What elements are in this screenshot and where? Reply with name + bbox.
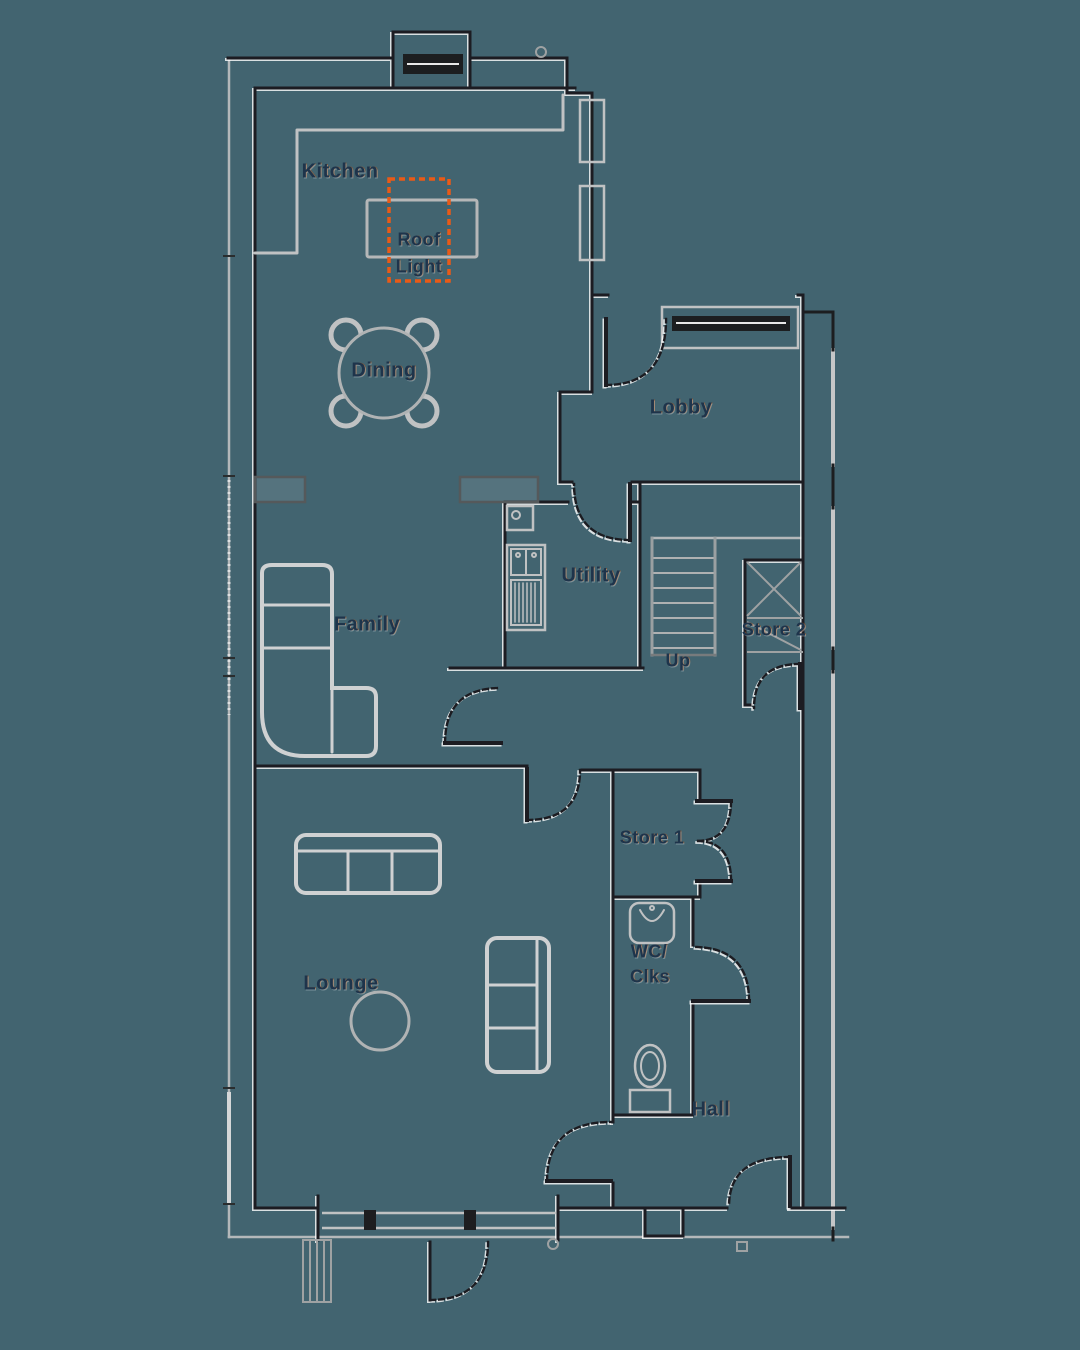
vent-marker [547,1238,559,1250]
porch-pillar [643,1206,685,1238]
basin [628,901,676,945]
roof-light-outline [387,177,451,283]
top-wall-right [468,56,594,95]
toilet-bowl [633,1043,667,1089]
vent-marker [535,46,547,58]
drain-marker [736,1241,748,1252]
coffee-table [349,990,411,1052]
doors [428,317,802,1302]
walls [226,30,847,1242]
front-door [727,1155,792,1208]
window-tick-marks [223,255,235,1205]
patio-door-mullion [464,1210,476,1230]
dining-lobby-divider [558,390,594,484]
furniture [253,46,676,1303]
dining-family-wall-stubs [253,475,540,504]
left-wall-windows [223,255,235,1205]
dining-table [337,326,431,420]
dining-set [328,317,440,429]
store2-door [752,662,802,710]
patio-steps [302,1239,332,1303]
utility-fixtures [505,504,547,632]
lounge-door [525,767,582,822]
kitchen-island [365,198,479,259]
lounge-hall-door [545,1120,613,1183]
family-corner-sofa [260,563,378,758]
wall-stubs [801,310,835,1242]
bay-window-outline [391,30,472,90]
lounge-sofa-top [294,833,442,895]
right-outer-wall [736,310,835,1252]
wall-stub [253,475,307,504]
wc-fixtures [628,901,676,1114]
wall-stub [458,475,540,504]
toilet-cistern [628,1088,672,1114]
kitchen-window-frame [578,98,606,164]
kitchen-counter [253,93,565,255]
lobby-entrance-door [604,317,668,387]
patio-door-mullion [364,1210,376,1230]
lobby-window-frame [660,305,800,350]
family-hall-door [443,686,503,745]
store1-double-doors [695,799,733,883]
lounge-sofa-right [485,936,551,1074]
windows [322,54,800,1230]
wc-door [691,945,751,1003]
patio-door-frame [322,1211,556,1230]
patio-swing-door [428,1240,490,1302]
staircase [650,536,717,657]
store2-slope-marks [746,561,803,653]
utility-door [572,482,632,542]
kitchen-window-frame [578,184,606,262]
